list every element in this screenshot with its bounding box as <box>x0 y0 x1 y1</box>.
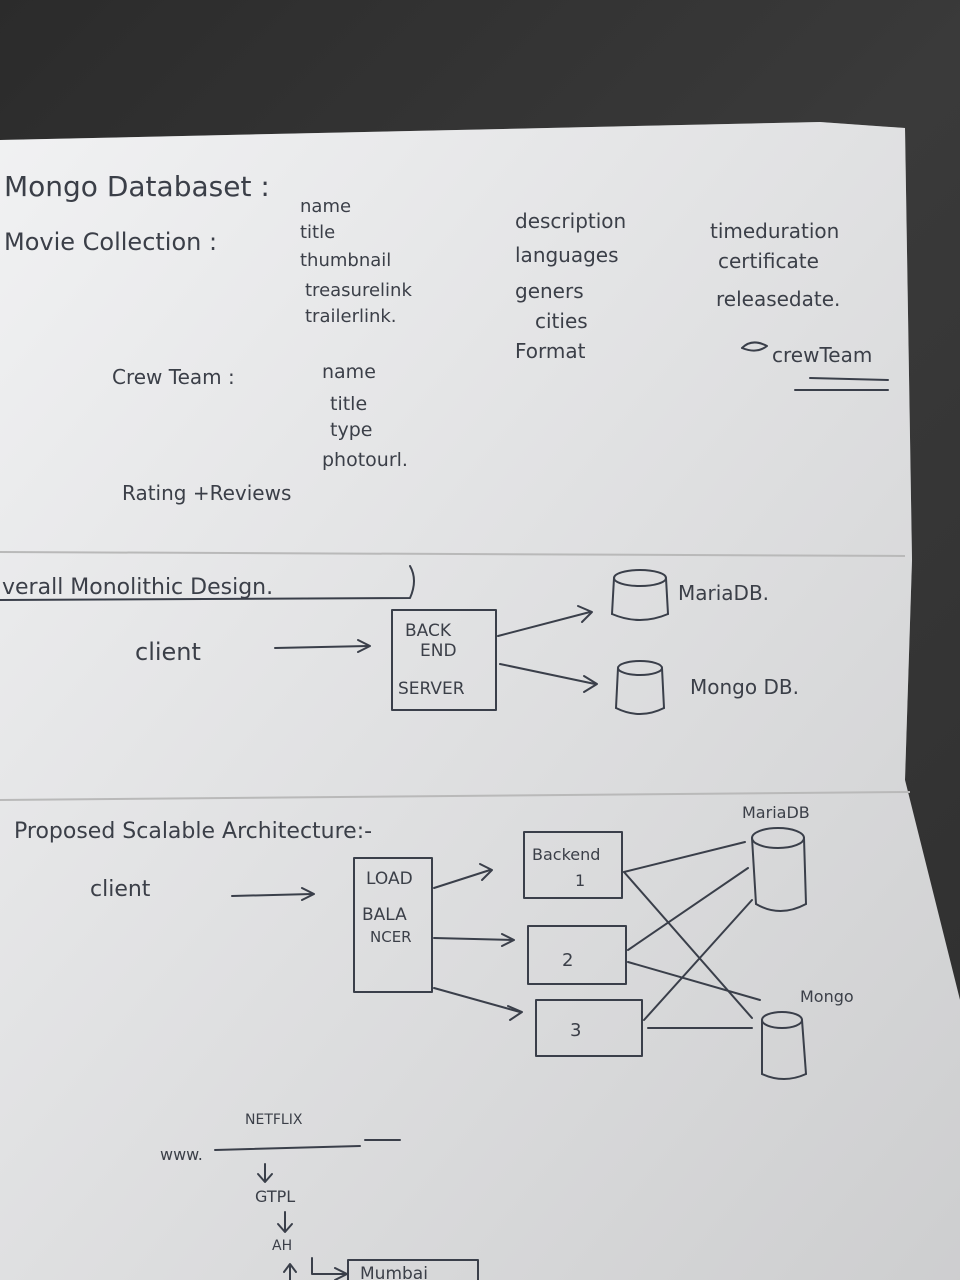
crew-team-label: Crew Team : <box>112 365 235 389</box>
backend2-to-mongo <box>627 961 761 1001</box>
backend-2-box <box>527 925 627 985</box>
backend-number: 1 <box>575 871 585 890</box>
mariadb-cylinder <box>611 569 669 621</box>
movie-field: languages <box>515 243 619 267</box>
mongodb-cylinder <box>761 1011 807 1080</box>
client-arrow <box>231 893 313 897</box>
backend1-to-mongo <box>623 871 753 1019</box>
movie-collection-label: Movie Collection : <box>4 228 217 256</box>
movie-field: timeduration <box>710 219 839 243</box>
crew-field: type <box>330 419 372 441</box>
crew-field: title <box>330 393 367 415</box>
mongo-label: Mongo <box>800 987 854 1006</box>
client-label: client <box>90 877 151 902</box>
fold-line <box>0 791 911 801</box>
mongodb-cylinder <box>615 660 665 715</box>
section1-heading: Mongo Databaset : <box>4 170 270 203</box>
server-line: BACK <box>405 621 452 641</box>
mongodb-label: Mongo DB. <box>690 675 799 699</box>
scribble <box>741 341 768 352</box>
movie-field: certificate <box>718 249 819 273</box>
backend-3-box <box>535 999 643 1057</box>
lb-line: LOAD <box>366 869 413 889</box>
movie-field: cities <box>535 309 588 333</box>
backend2-to-mariadb <box>627 867 749 951</box>
backend-number: 2 <box>562 950 573 971</box>
movie-field: description <box>515 209 626 233</box>
mumbai-label: Mumbai <box>360 1264 428 1280</box>
movie-field: releasedate. <box>716 287 840 311</box>
down-arrow <box>277 1211 293 1233</box>
ah-label: AH <box>272 1238 292 1254</box>
client-label: client <box>135 638 201 666</box>
lb-line: BALA <box>362 905 407 925</box>
arrow-to-mongodb <box>499 663 596 685</box>
crew-field: photourl. <box>322 449 408 471</box>
mariadb-label: MariaDB. <box>678 581 769 605</box>
movie-field: crewTeam <box>772 343 872 367</box>
arrow-to-mariadb <box>497 611 591 637</box>
arrow-to-backend-1 <box>433 869 491 889</box>
url-label: www. <box>160 1145 203 1164</box>
mumbai-box <box>347 1259 479 1280</box>
lb-line: NCER <box>370 928 412 946</box>
section2-heading: verall Monolithic Design. <box>2 575 273 600</box>
crew-field: name <box>322 361 376 383</box>
down-arrow <box>257 1163 273 1183</box>
arrow-to-backend-3 <box>433 987 521 1013</box>
heading-bracket <box>0 565 415 601</box>
movie-field: trailerlink. <box>305 306 397 327</box>
backend-label: Backend <box>532 845 600 864</box>
arrow-to-backend-2 <box>433 937 513 941</box>
backend-server-box <box>391 609 497 711</box>
backend1-to-mariadb <box>623 841 746 873</box>
backend3-to-mariadb <box>643 899 753 1021</box>
struck-text <box>214 1139 401 1151</box>
mariadb-cylinder <box>751 827 807 912</box>
section3-heading: Proposed Scalable Architecture:- <box>14 819 372 844</box>
backend-1-box <box>523 831 623 899</box>
movie-field: treasurelink <box>305 280 412 301</box>
netflix-label: NETFLIX <box>245 1112 303 1128</box>
client-arrow <box>274 645 369 649</box>
movie-field: name <box>300 196 351 217</box>
rating-reviews-label: Rating +Reviews <box>122 481 291 505</box>
fold-line <box>0 551 906 557</box>
server-line: END <box>420 641 457 661</box>
movie-field: geners <box>515 279 584 303</box>
load-balancer-box <box>353 857 433 993</box>
movie-field: title <box>300 222 335 243</box>
movie-field: thumbnail <box>300 250 391 271</box>
up-arrow <box>283 1263 297 1280</box>
gtpl-label: GTPL <box>255 1187 295 1206</box>
mariadb-label: MariaDB <box>742 803 810 822</box>
backend-number: 3 <box>570 1020 581 1041</box>
movie-field: Format <box>515 339 586 363</box>
underline <box>809 377 889 381</box>
server-line: SERVER <box>398 679 465 699</box>
